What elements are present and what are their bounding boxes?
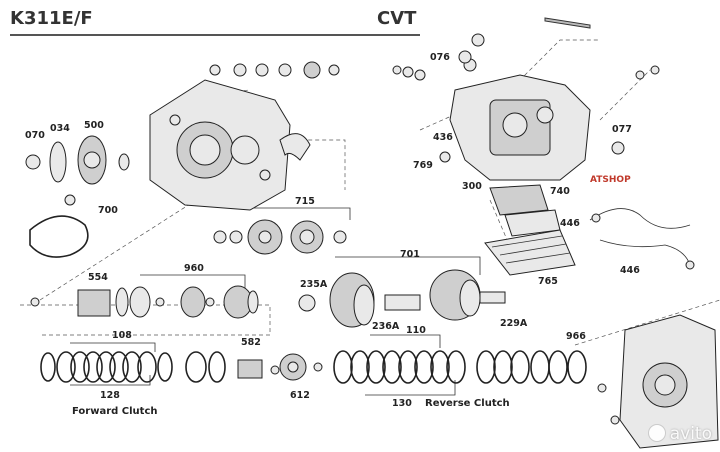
part-label-236a: 236A xyxy=(372,321,400,332)
part-label-715: 715 xyxy=(295,196,315,207)
part-label-769: 769 xyxy=(413,160,433,171)
part-label-582: 582 xyxy=(241,337,261,348)
part-label-229a: 229A xyxy=(500,318,528,329)
shop-logo: ATSHOP xyxy=(590,175,631,185)
title-underline xyxy=(10,34,420,36)
part-label-436: 436 xyxy=(433,132,453,143)
avito-watermark: avito xyxy=(647,424,712,444)
watermark-text: avito xyxy=(669,424,712,444)
part-label-500: 500 xyxy=(84,120,104,131)
part-label-070: 070 xyxy=(25,130,45,141)
reverse-clutch-caption: Reverse Clutch xyxy=(425,398,510,409)
part-label-960: 960 xyxy=(184,263,204,274)
reverse-clutch-rings xyxy=(333,350,587,384)
part-label-554: 554 xyxy=(88,272,108,283)
part-label-077: 077 xyxy=(612,124,632,135)
model-title: K311E/F xyxy=(10,8,93,29)
part-label-966: 966 xyxy=(566,331,586,342)
part-label-612: 612 xyxy=(290,390,310,401)
part-label-446-harness: 446 xyxy=(620,265,640,276)
part-label-108: 108 xyxy=(112,330,132,341)
part-label-128: 128 xyxy=(100,390,120,401)
part-label-235a: 235A xyxy=(300,279,328,290)
part-label-300: 300 xyxy=(462,181,482,192)
part-label-076: 076 xyxy=(430,52,450,63)
forward-clutch-caption: Forward Clutch xyxy=(72,406,158,417)
part-label-740: 740 xyxy=(550,186,570,197)
part-label-034: 034 xyxy=(50,123,70,134)
part-label-765: 765 xyxy=(538,276,558,287)
part-label-446-strainer: 446 xyxy=(560,218,580,229)
part-label-130: 130 xyxy=(392,398,412,409)
part-label-110: 110 xyxy=(406,325,426,336)
transmission-type: CVT xyxy=(377,8,417,29)
part-label-701: 701 xyxy=(400,249,420,260)
part-label-700: 700 xyxy=(98,205,118,216)
avito-logo-icon xyxy=(647,424,666,442)
forward-clutch-rings xyxy=(40,351,226,383)
